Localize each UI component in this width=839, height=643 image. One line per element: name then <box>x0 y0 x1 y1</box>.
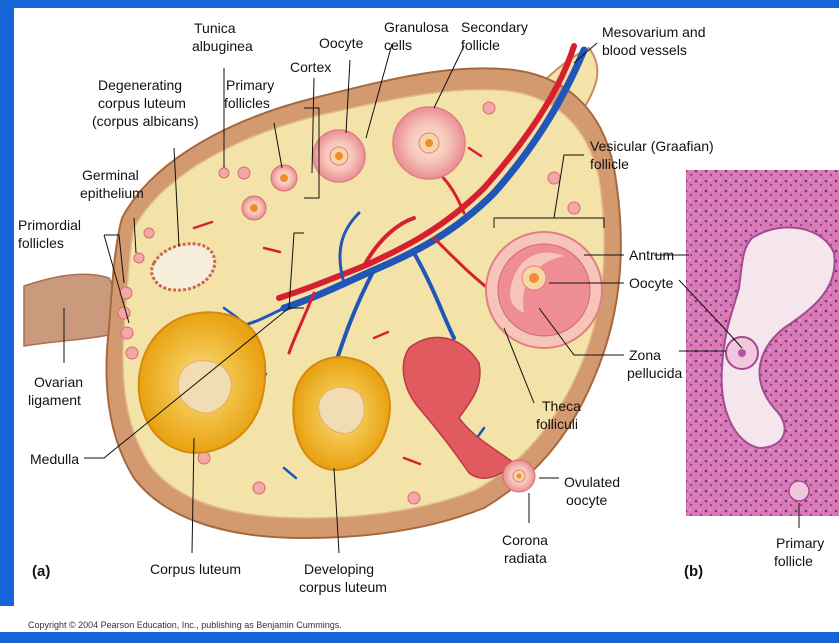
panel-b-label: (b) <box>684 563 703 580</box>
panel-a-label: (a) <box>32 563 50 580</box>
oocyte-top-label: Oocyte <box>319 35 364 51</box>
oocyte-right-label: Oocyte <box>629 275 674 291</box>
corpus-luteum-label: Corpus luteum <box>150 561 241 577</box>
medulla-label: Medulla <box>30 451 79 467</box>
histology-micrograph <box>686 170 839 516</box>
cortex-label: Cortex <box>290 59 331 75</box>
vesicular-follicle <box>486 232 602 348</box>
antrum-label: Antrum <box>629 247 674 263</box>
copyright-text: Copyright © 2004 Pearson Education, Inc.… <box>28 620 342 630</box>
secondary-follicle <box>393 107 465 179</box>
bottom-band <box>0 632 839 643</box>
oocyte-follicle <box>313 130 365 182</box>
